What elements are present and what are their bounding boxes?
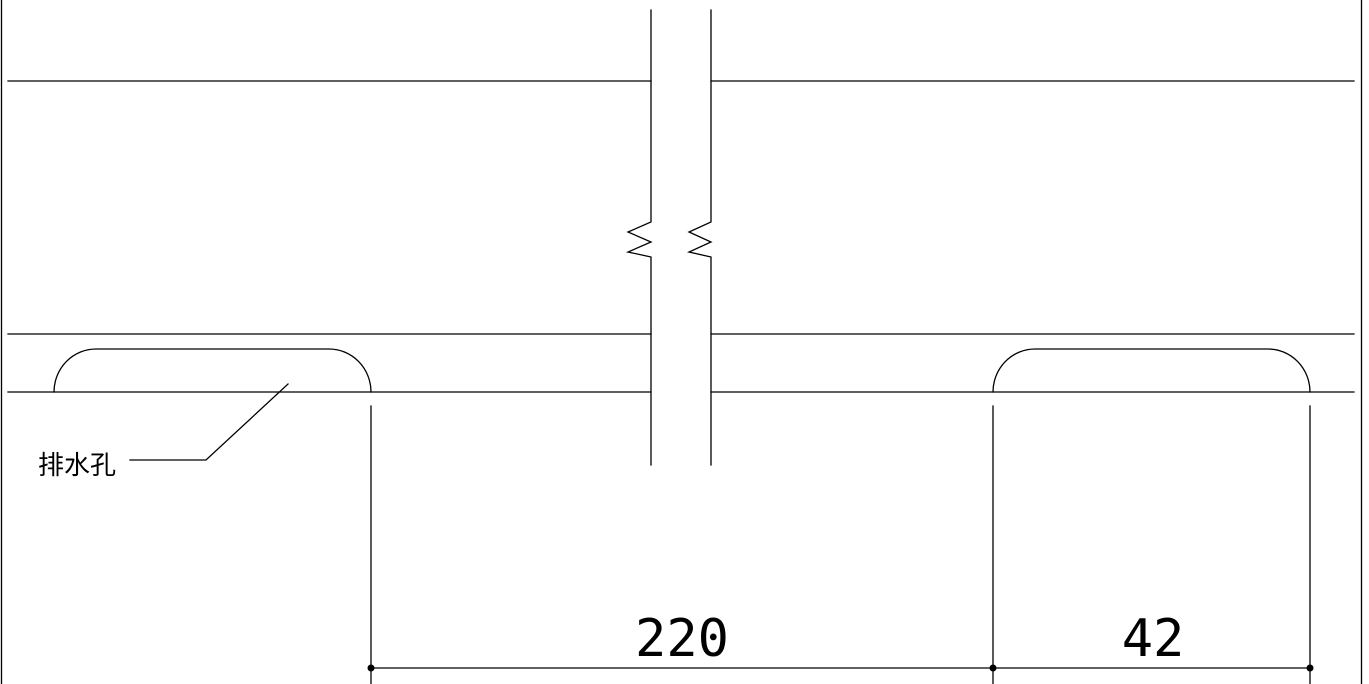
dimension-value-42: 42: [1122, 609, 1185, 669]
drain-hole-label: 排水孔: [38, 451, 116, 481]
break-line-right: [686, 9, 713, 466]
dimension-tick-2: [989, 664, 997, 672]
drain-hole-profile-right: [992, 348, 1311, 393]
dimension-value-220: 220: [635, 609, 729, 669]
dimension-tick-3: [1306, 664, 1314, 672]
break-line-left: [625, 9, 653, 466]
dimension-tick-1: [367, 664, 375, 672]
drain-hole-leader-line: [129, 383, 289, 461]
drain-hole-profile-left: [53, 348, 372, 393]
